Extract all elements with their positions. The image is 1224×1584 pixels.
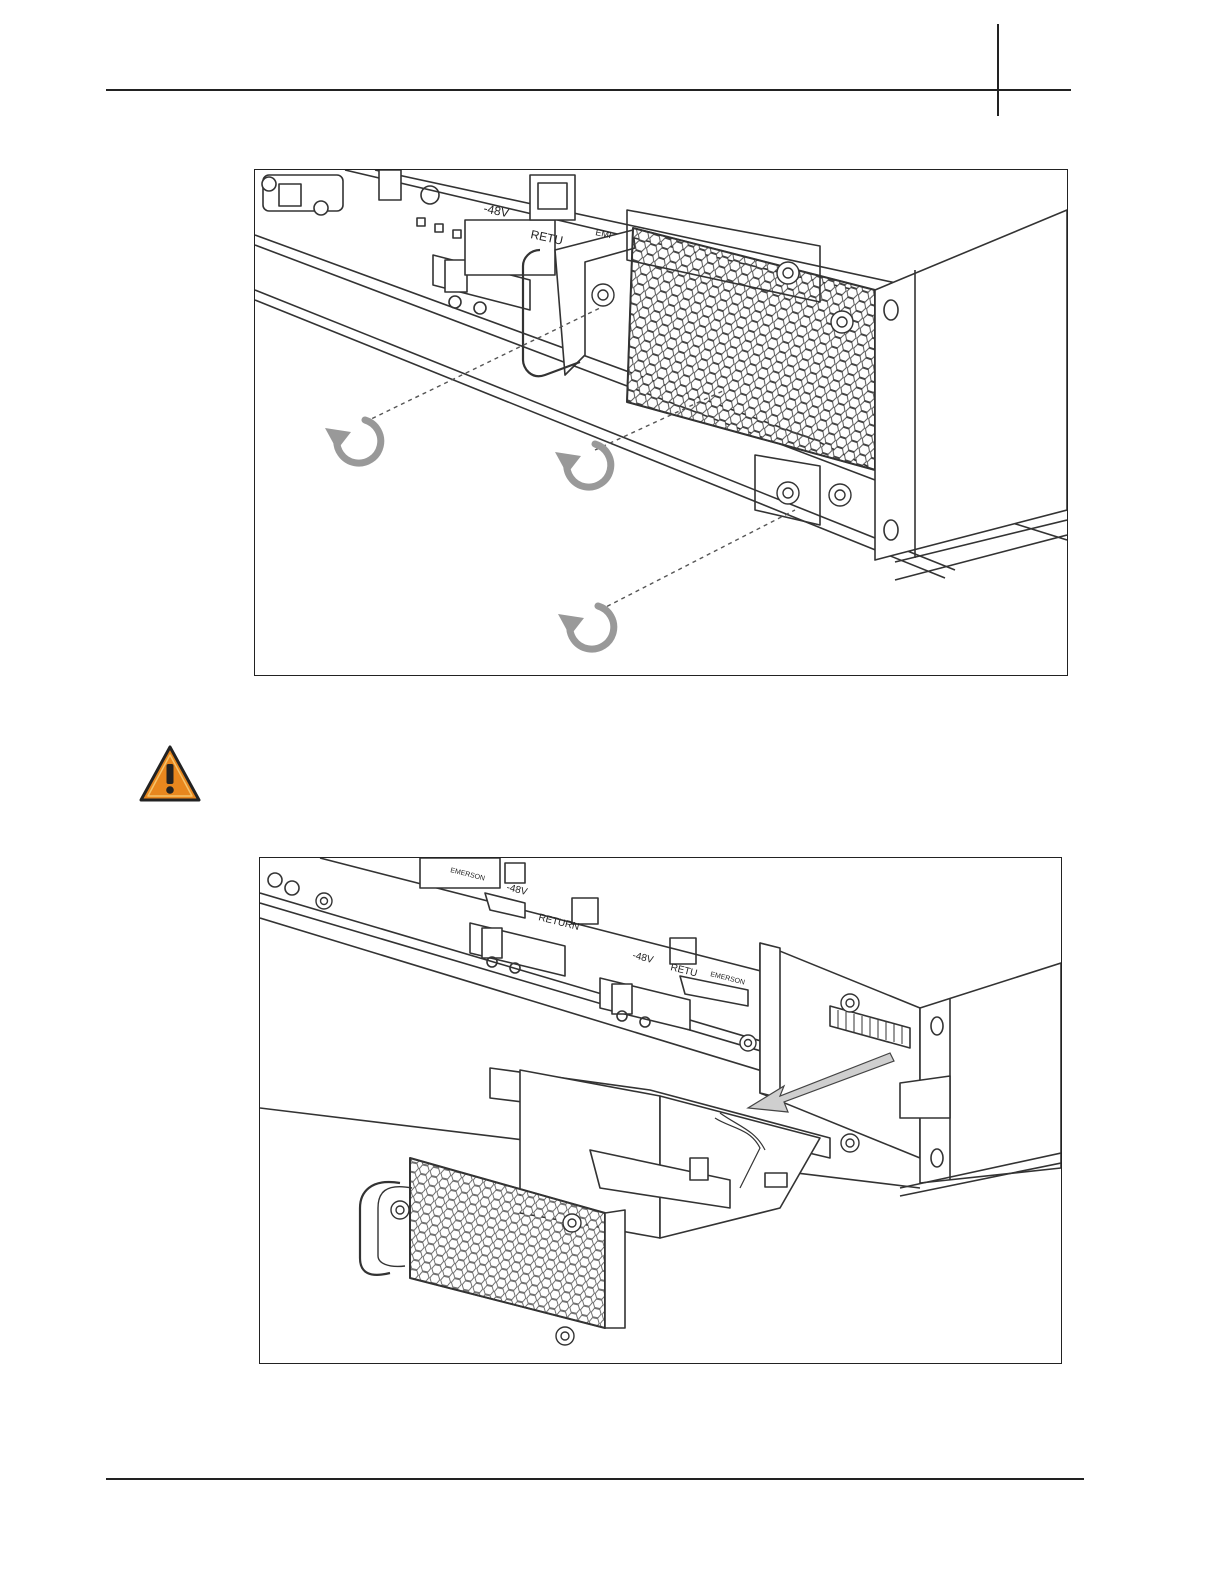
thumbscrew-upper-left	[592, 284, 614, 306]
thumbscrew	[316, 893, 332, 909]
thumbscrew	[391, 1201, 409, 1219]
voltage-label: -48V	[482, 201, 510, 220]
thumbscrew-lower-right	[829, 484, 851, 506]
thumbscrew-lower-left	[777, 482, 799, 504]
header-rule	[106, 89, 1071, 91]
return-label-a: RETURN	[537, 912, 580, 933]
header-tab-rule	[997, 24, 999, 116]
voltage-label-a: -48V	[505, 882, 528, 898]
fan-tray-removal-illustration: -48V RETURN EMERSON -48V RETU EMERSON	[260, 858, 1061, 1363]
thumbscrew	[841, 1134, 859, 1152]
thumbscrew-mid-right	[831, 311, 853, 333]
thumbscrew-upper-right	[777, 262, 799, 284]
figure-loosen-thumbscrews: -48V RETU EMI	[254, 169, 1068, 676]
thumbscrew	[556, 1327, 574, 1345]
thumbscrew	[740, 1035, 756, 1051]
thumbscrew	[563, 1214, 581, 1232]
brand-label: EMI	[595, 227, 613, 240]
fan-tray-screws-illustration: -48V RETU EMI	[255, 170, 1067, 675]
voltage-label-b: -48V	[631, 950, 654, 966]
caution-icon	[138, 744, 202, 804]
figure-remove-fan-tray: -48V RETURN EMERSON -48V RETU EMERSON	[259, 857, 1062, 1364]
footer-rule	[106, 1478, 1084, 1480]
thumbscrew	[841, 994, 859, 1012]
